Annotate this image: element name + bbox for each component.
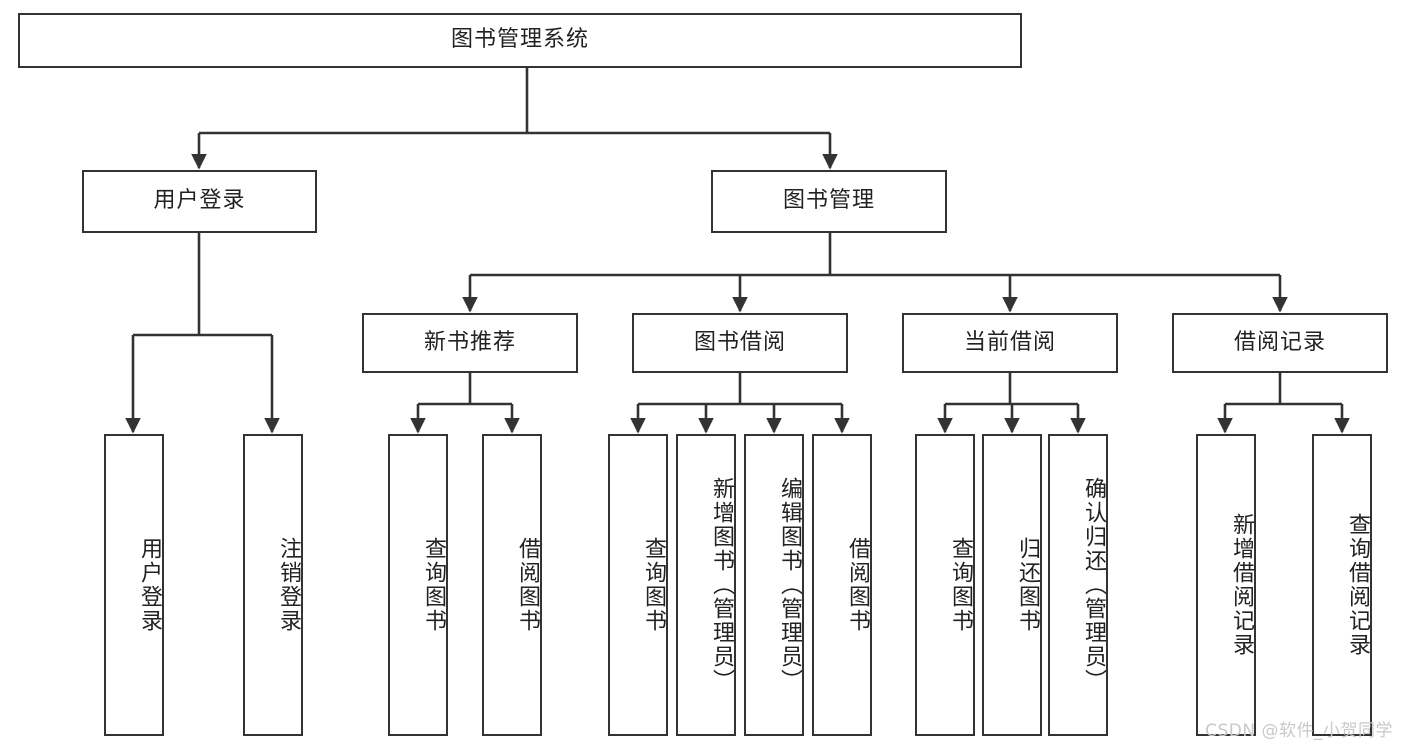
node-label: 编辑图书（管理员） (777, 477, 802, 693)
node-label: 查询借阅记录 (1345, 513, 1370, 657)
node-label: 查询图书 (641, 537, 666, 633)
node-root-book-management-system[interactable]: 图书管理系统 (18, 13, 1022, 68)
node-book-borrow[interactable]: 图书借阅 (632, 313, 848, 373)
node-label: 归还图书 (1015, 537, 1040, 633)
csdn-watermark: CSDN @软件_小贺同学 (1205, 721, 1393, 741)
leaf-borrow-book-borrow[interactable]: 借阅图书 (812, 434, 872, 736)
leaf-logout-login[interactable]: 注销登录 (243, 434, 303, 736)
node-new-book-recommend[interactable]: 新书推荐 (362, 313, 578, 373)
node-label: 新书推荐 (423, 329, 516, 355)
node-current-borrow[interactable]: 当前借阅 (902, 313, 1118, 373)
leaf-query-book-borrow[interactable]: 查询图书 (608, 434, 668, 736)
node-label: 新增借阅记录 (1229, 513, 1254, 657)
leaf-add-borrow-record[interactable]: 新增借阅记录 (1196, 434, 1256, 736)
leaf-return-book[interactable]: 归还图书 (982, 434, 1042, 736)
leaf-edit-book-admin[interactable]: 编辑图书（管理员） (744, 434, 804, 736)
node-label: 用户登录 (153, 188, 246, 214)
node-label: 当前借阅 (963, 329, 1056, 355)
leaf-borrow-book-new-recommend[interactable]: 借阅图书 (482, 434, 542, 736)
leaf-user-login[interactable]: 用户登录 (104, 434, 164, 736)
node-label: 新增图书（管理员） (709, 477, 734, 693)
node-label: 查询图书 (948, 537, 973, 633)
node-label: 借阅记录 (1233, 329, 1326, 355)
node-book-management[interactable]: 图书管理 (711, 170, 947, 233)
node-label: 图书管理 (782, 188, 875, 214)
node-user-login[interactable]: 用户登录 (82, 170, 317, 233)
leaf-confirm-return-admin[interactable]: 确认归还（管理员） (1048, 434, 1108, 736)
leaf-add-book-admin[interactable]: 新增图书（管理员） (676, 434, 736, 736)
node-label: 查询图书 (421, 537, 446, 633)
node-label: 图书借阅 (693, 329, 786, 355)
node-label: 借阅图书 (515, 537, 540, 633)
node-label: 图书管理系统 (450, 27, 589, 53)
node-label: 确认归还（管理员） (1081, 477, 1106, 693)
node-label: 注销登录 (276, 537, 301, 633)
leaf-query-borrow-record[interactable]: 查询借阅记录 (1312, 434, 1372, 736)
leaf-query-book-new-recommend[interactable]: 查询图书 (388, 434, 448, 736)
node-label: 借阅图书 (845, 537, 870, 633)
leaf-query-book-current[interactable]: 查询图书 (915, 434, 975, 736)
node-label: 用户登录 (137, 537, 162, 633)
node-borrow-record[interactable]: 借阅记录 (1172, 313, 1388, 373)
